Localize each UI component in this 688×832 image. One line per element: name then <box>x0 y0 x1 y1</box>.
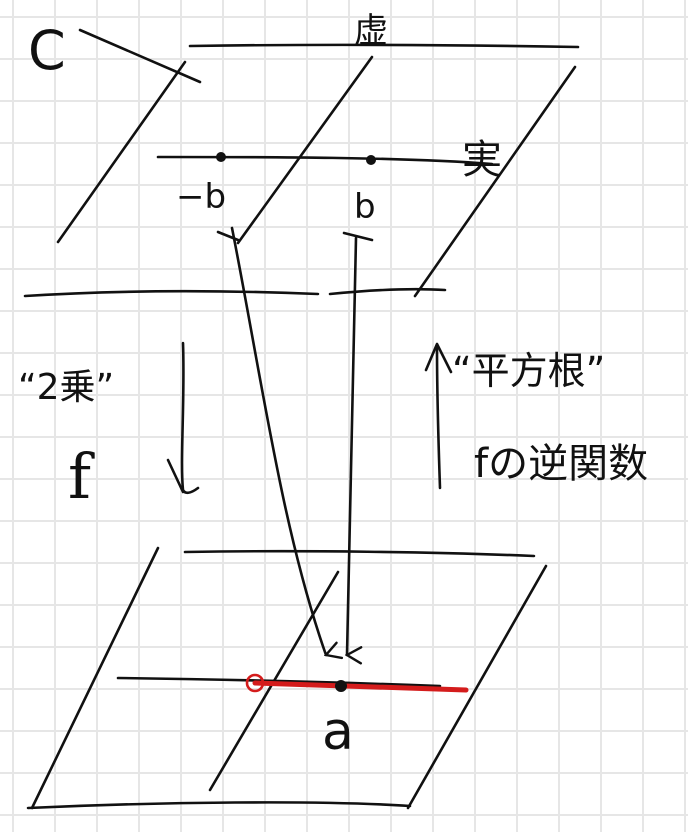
lower-plane <box>26 546 548 810</box>
mapping-arrows <box>166 226 453 655</box>
upper-plane-left-edge <box>56 60 187 244</box>
lower-plane-top-edge <box>183 549 536 558</box>
imaginary-axis-label: 虚 <box>354 11 388 51</box>
point-b-dot <box>366 155 376 165</box>
inverse-function-label: fの逆関数 <box>474 441 649 487</box>
lower-plane-right-edge <box>406 564 548 810</box>
upper-plane-top-edge <box>188 43 580 49</box>
sqrt-map-quote-label: “平方根” <box>452 349 606 393</box>
map-arrow-from-neg-b <box>230 226 326 655</box>
square-map-down-arrow <box>180 341 200 495</box>
sqrt-map-up-head <box>424 342 453 374</box>
square-map-down-head <box>166 458 185 494</box>
upper-plane-bottom-edge-right <box>328 287 447 296</box>
lower-plane-bottom-edge <box>26 801 412 810</box>
point-b-label: b <box>354 187 376 227</box>
branch-cut-highlight <box>252 680 469 693</box>
upper-plane <box>23 28 580 298</box>
sqrt-map-up-arrow <box>435 346 442 490</box>
square-map-name-f: f <box>68 440 91 513</box>
real-axis-label: 実 <box>462 137 502 183</box>
lower-plane-left-edge <box>30 546 160 810</box>
point-neg-b-label: −b <box>176 177 227 217</box>
upper-plane-right-edge <box>413 65 577 298</box>
c-label-tail <box>78 28 202 84</box>
square-map-quote-label: “2乗” <box>18 367 115 408</box>
b-tick <box>342 231 374 242</box>
map-arrow-from-b <box>347 236 356 655</box>
real-axis-upper <box>156 155 494 166</box>
origin-open-circle <box>245 673 265 693</box>
real-axis-lower <box>116 676 442 688</box>
imaginary-axis-upper <box>236 55 374 245</box>
plane-label-c: C <box>28 19 66 82</box>
point-neg-b-dot <box>216 152 226 162</box>
upper-plane-bottom-edge-left <box>23 289 320 298</box>
point-a-label: a <box>322 702 354 762</box>
point-a-dot <box>335 680 347 692</box>
